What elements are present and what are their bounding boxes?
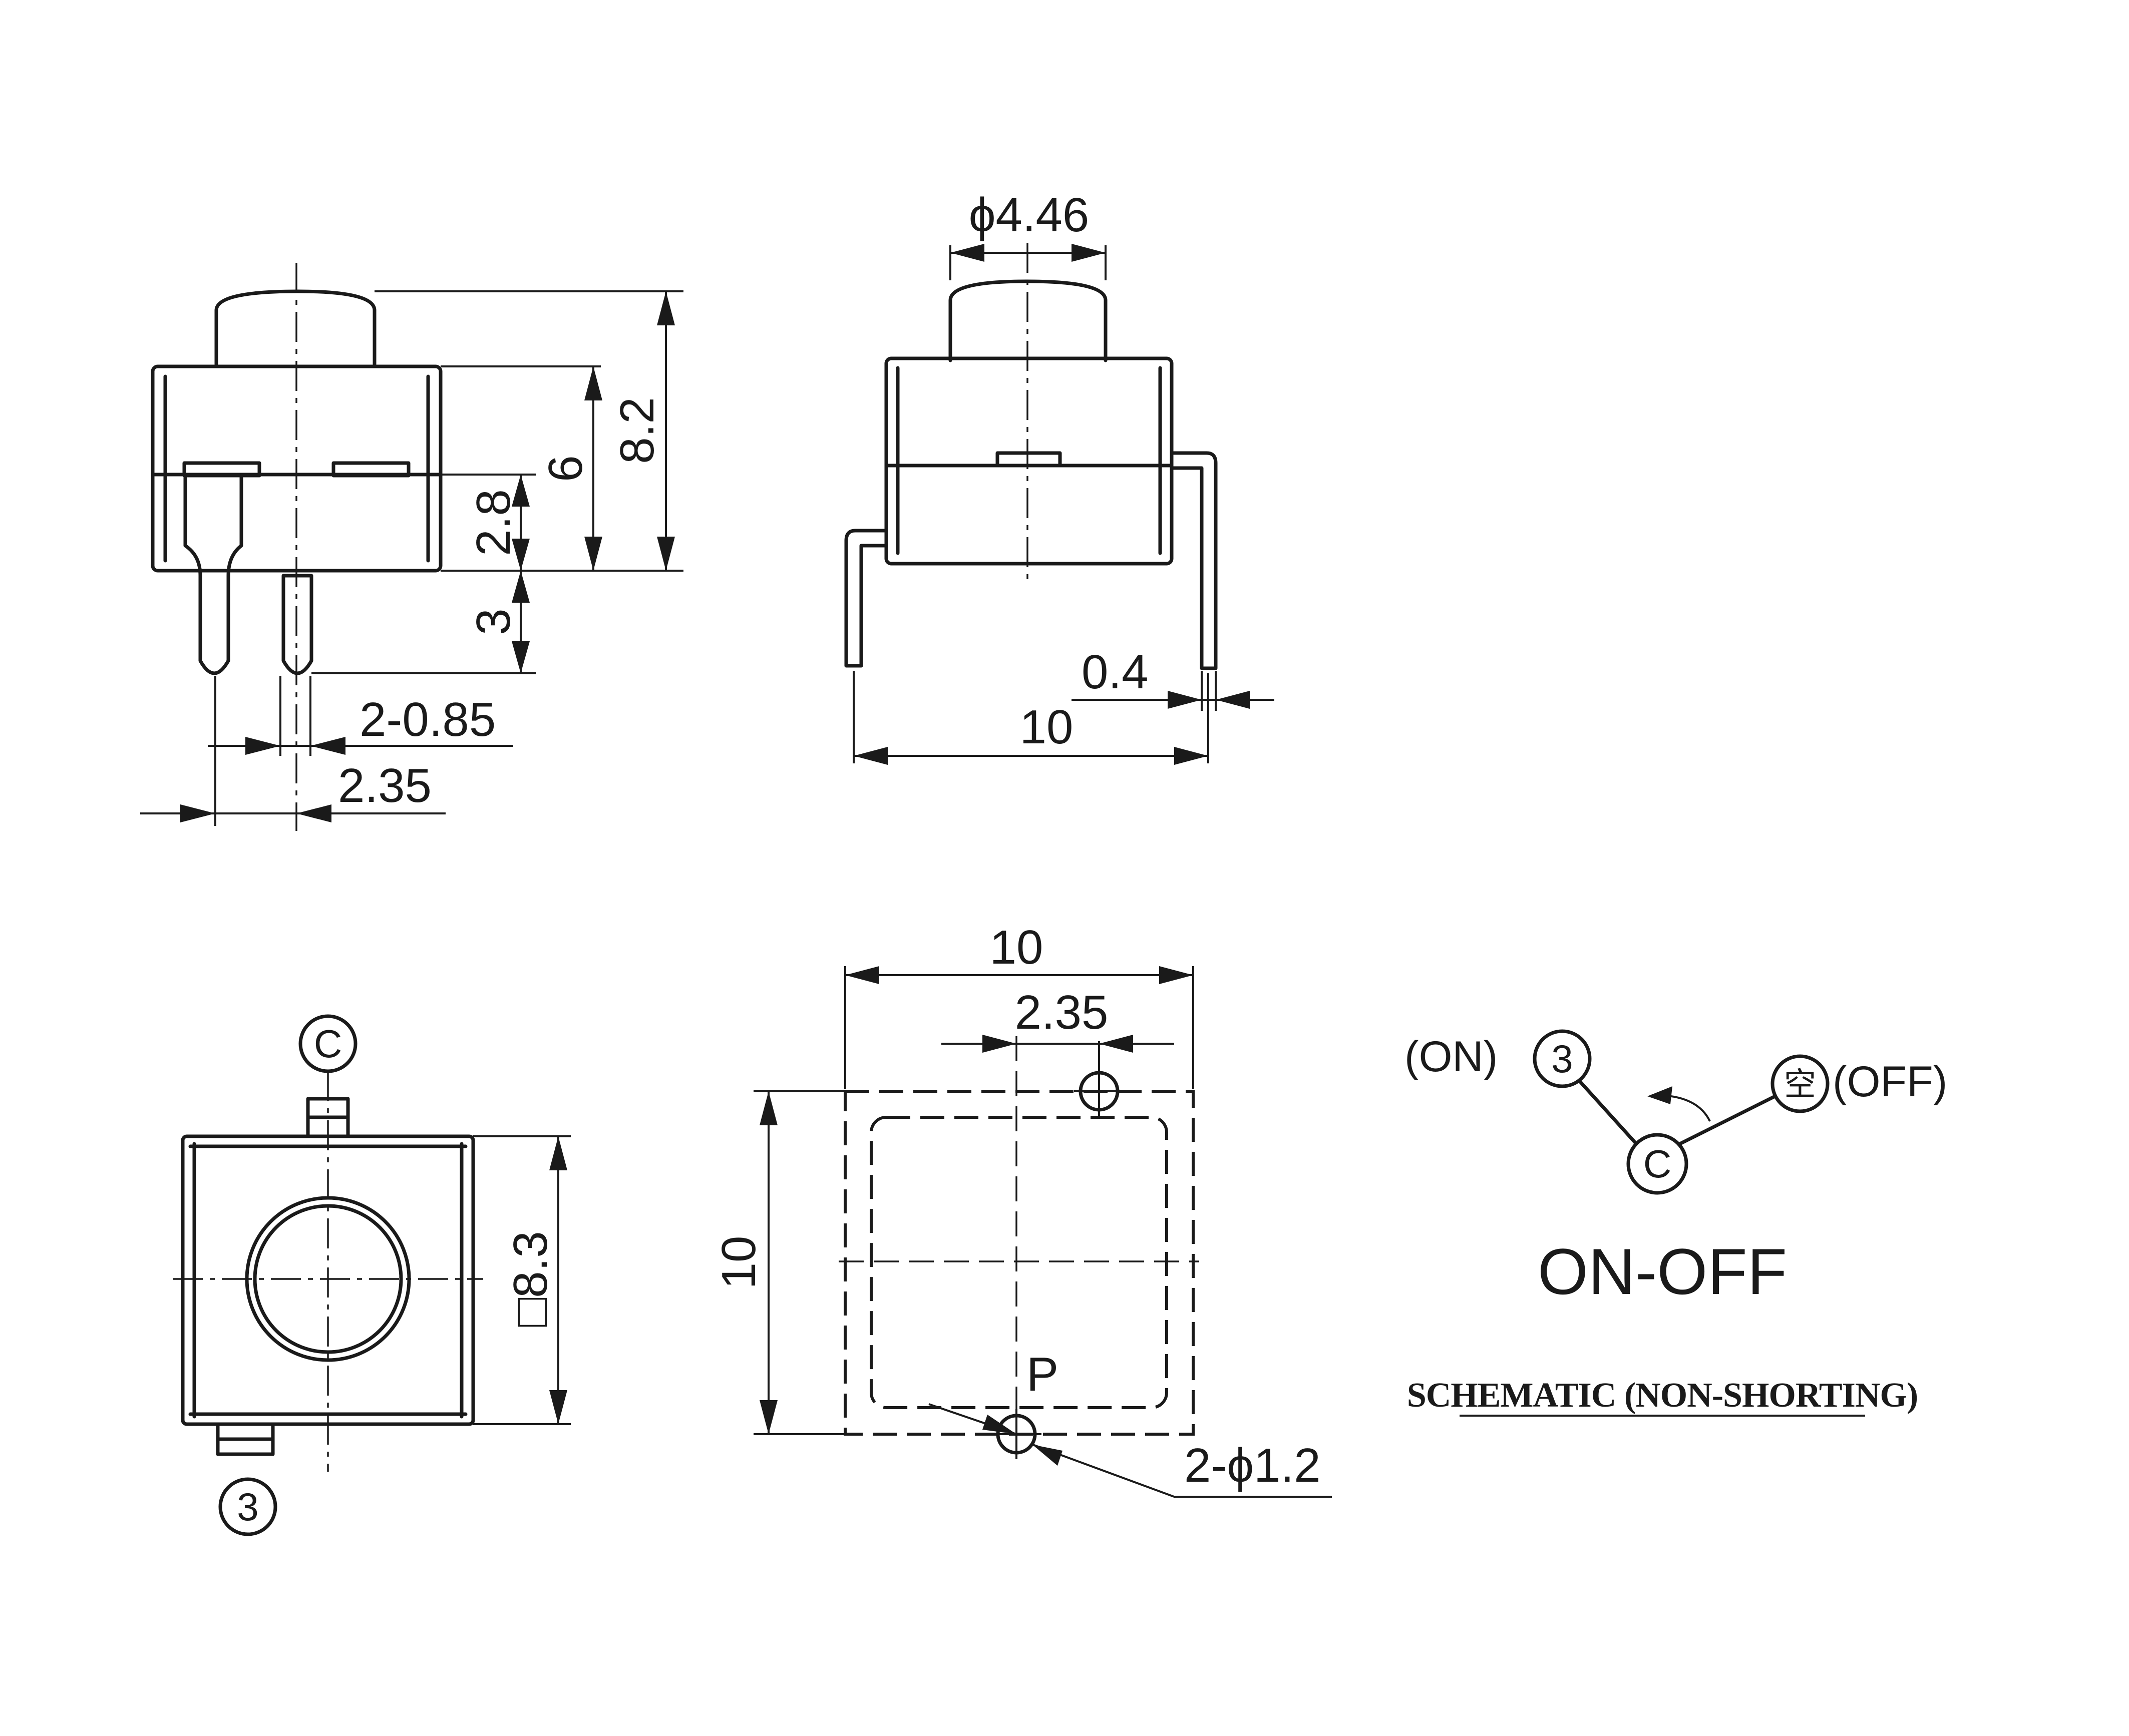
front-view: ϕ4.46 0.4 10: [844, 188, 1274, 765]
terminal-3-symbol: [218, 1477, 277, 1536]
front-lead-left: [844, 529, 888, 668]
schematic-label-on: (ON): [1404, 1033, 1498, 1081]
dim-front-width: 10: [1020, 700, 1074, 754]
dim-hole-diameter: 2-ϕ1.2: [1184, 1439, 1321, 1492]
pcb-outline-inner: [870, 1116, 1168, 1409]
dim-button-diameter: ϕ4.46: [969, 188, 1090, 242]
dim-pin-offset: 2.8: [467, 489, 520, 556]
dim-pin-pitch: 2.35: [338, 759, 432, 812]
pcb-label-p: P: [1026, 1348, 1058, 1401]
dim-total-height: 8.2: [610, 397, 664, 464]
dim-hole-offset: 2.35: [1015, 986, 1109, 1039]
side-button: [214, 289, 377, 366]
top-view: C 3 □8.3: [173, 1014, 571, 1536]
pcb-outline-outer: [844, 1090, 1195, 1436]
schematic-contact-off: [1678, 1094, 1777, 1146]
schematic-label-off: (OFF): [1833, 1058, 1947, 1106]
side-view: 8.2 6 2.8 3 2-0.85 2.35: [140, 263, 683, 831]
front-body: [884, 356, 1174, 566]
schematic-terminal-c-label: C: [1643, 1142, 1671, 1186]
pcb-layout: P 10 2.35 10 2-ϕ1.2: [712, 921, 1332, 1498]
dim-lead-thickness: 0.4: [1082, 645, 1148, 699]
side-pin-right: [281, 574, 313, 675]
front-lead-right: [1170, 451, 1218, 670]
schematic-terminal-c: [1626, 1133, 1688, 1195]
front-button: [948, 279, 1108, 362]
side-pin-left: [183, 474, 243, 675]
schematic: (ON) 3 空 (OFF) C ON-OFF SCHEMATIC (NON-S…: [1404, 1029, 1947, 1417]
terminal-c-label: C: [314, 1022, 342, 1066]
schematic-terminal-3: [1533, 1029, 1592, 1088]
dim-body-square: □8.3: [504, 1231, 557, 1327]
schematic-caption: SCHEMATIC (NON-SHORTING): [1407, 1376, 1918, 1415]
dim-pin-length: 3: [467, 608, 520, 635]
dim-body-height: 6: [539, 455, 592, 482]
terminal-3-label: 3: [237, 1485, 258, 1529]
dim-pcb-height: 10: [712, 1236, 766, 1289]
schematic-terminal-off-label: 空: [1784, 1066, 1816, 1103]
schematic-contact-on: [1578, 1079, 1638, 1146]
schematic-title: ON-OFF: [1538, 1235, 1787, 1308]
dim-pin-width: 2-0.85: [360, 693, 496, 746]
schematic-terminal-3-label: 3: [1551, 1037, 1573, 1081]
schematic-terminal-off: [1770, 1054, 1830, 1113]
terminal-c-symbol: [298, 1014, 358, 1073]
dim-pcb-width: 10: [990, 921, 1043, 974]
top-button-inner: [253, 1204, 403, 1354]
